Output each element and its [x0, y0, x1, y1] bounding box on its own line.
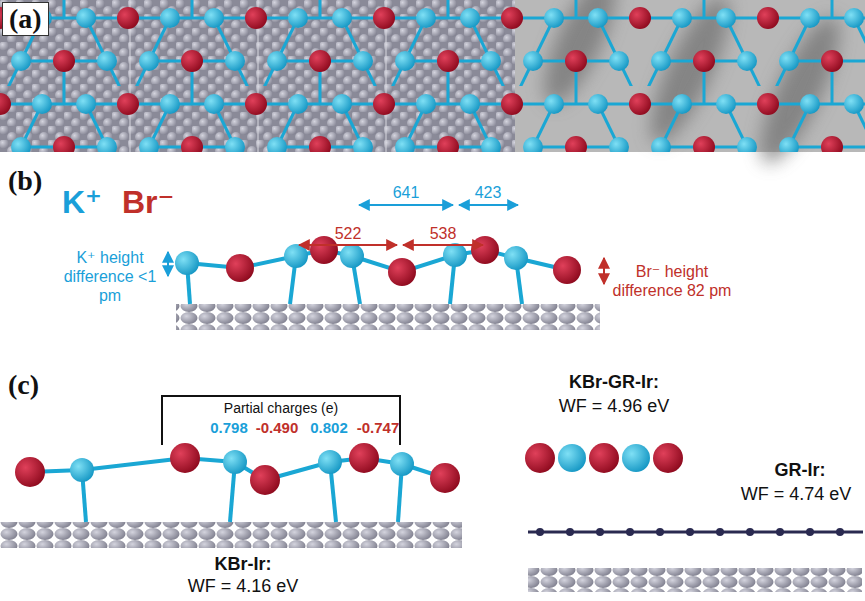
partial-charge: -0.490 — [256, 419, 299, 437]
work-function: WF = 4.96 eV — [559, 396, 670, 418]
ion-label: K⁺ — [62, 183, 102, 221]
ion-label: Br⁻ — [122, 183, 174, 221]
system-name: KBr-GR-Ir: — [569, 372, 659, 394]
height-note: Br⁻ height difference 82 pm — [612, 262, 732, 300]
panel-label-box: (a) — [2, 2, 49, 36]
dimension: 538 — [430, 224, 457, 243]
bracket-title: Partial charges (e) — [224, 400, 338, 417]
partial-charge: -0.747 — [357, 419, 400, 437]
partial-charge: 0.798 — [210, 419, 248, 437]
system-name: KBr-Ir: — [215, 554, 272, 576]
system-name: GR-Ir: — [775, 460, 826, 482]
dimension: 522 — [335, 224, 362, 243]
dimension: 423 — [475, 183, 502, 202]
partial-charge: 0.802 — [310, 419, 348, 437]
dimension: 641 — [393, 183, 420, 202]
work-function: WF = 4.16 eV — [188, 576, 299, 598]
panel-label: (a) — [9, 3, 42, 35]
panel-label: (c) — [8, 368, 39, 402]
panel-label: (b) — [8, 164, 42, 198]
height-note: K⁺ height difference <1 pm — [60, 248, 160, 306]
work-function: WF = 4.74 eV — [741, 484, 852, 506]
